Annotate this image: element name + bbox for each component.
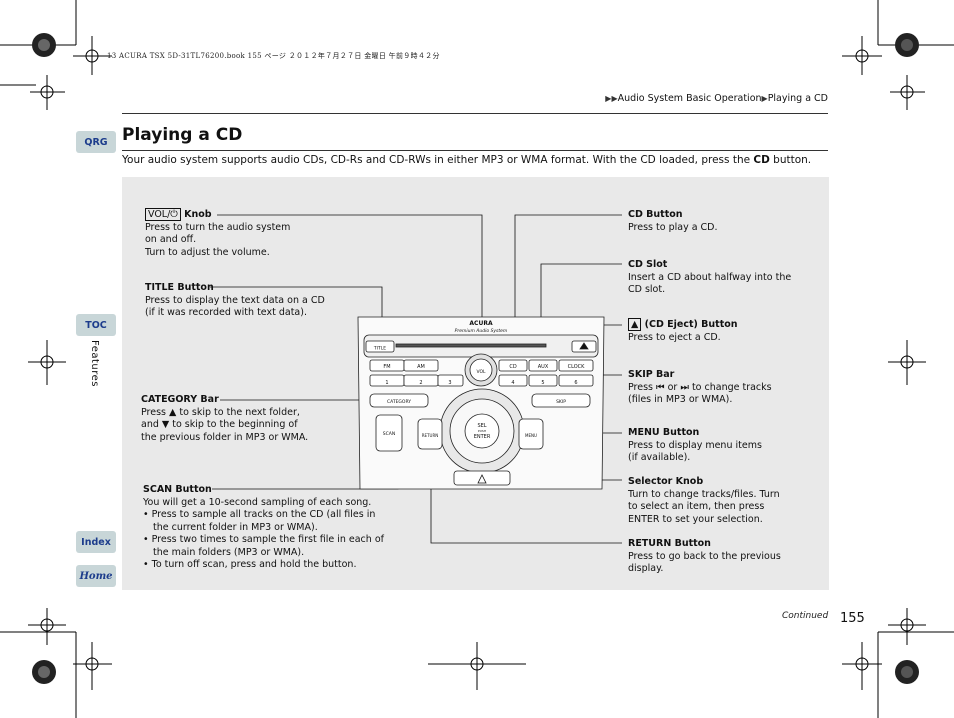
unit-sel-label: SEL — [477, 423, 486, 429]
unit-preset-4: 4 — [511, 380, 514, 386]
index-tab[interactable]: Index — [76, 531, 116, 553]
am-button[interactable] — [403, 359, 439, 372]
title-button-callout: TITLE Button Press to display the text d… — [145, 282, 325, 318]
unit-title-label: TITLE — [373, 346, 386, 352]
vol-power-icon: VOL/⏻ — [145, 208, 181, 221]
title-button[interactable] — [365, 340, 395, 353]
intro-text: Your audio system supports audio CDs, CD… — [122, 154, 812, 166]
category-bar[interactable] — [369, 393, 429, 408]
skip-back-icon: ⏮ — [656, 381, 665, 393]
scan-button-callout: SCAN Button You will get a 10-second sam… — [143, 484, 384, 570]
print-header: 13 ACURA TSX 5D-31TL76200.book 155 ページ ２… — [107, 52, 440, 60]
unit-skip-label: SKIP — [556, 399, 566, 405]
skip-bar[interactable] — [531, 393, 591, 408]
unit-push-label: PUSH — [478, 429, 486, 433]
skip-forward-icon: ⏭ — [680, 381, 689, 393]
cd-slot-callout: CD Slot Insert a CD about halfway into t… — [628, 259, 792, 295]
aux-button[interactable] — [528, 359, 558, 372]
menu-button-callout: MENU Button Press to display menu items … — [628, 427, 762, 463]
unit-brand: ACURA — [469, 320, 493, 327]
intro-cd-bold: CD — [753, 154, 770, 166]
unit-brand-sub: Premium Audio System — [455, 328, 508, 334]
vol-knob-callout: VOL/⏻ Knob Press to turn the audio syste… — [145, 208, 291, 258]
page-title: Playing a CD — [122, 125, 243, 145]
unit-am-label: AM — [417, 364, 425, 370]
category-bar-callout: CATEGORY Bar Press ▲ to skip to the next… — [141, 394, 309, 443]
cd-eject-callout: ▲ (CD Eject) Button Press to eject a CD. — [628, 318, 738, 343]
cd-button-callout: CD Button Press to play a CD. — [628, 209, 718, 233]
unit-menu-label: MENU — [525, 433, 537, 438]
unit-fm-label: FM — [383, 364, 390, 370]
breadcrumb: ▶▶Audio System Basic Operation▶Playing a… — [605, 93, 828, 104]
unit-preset-1: 1 — [385, 380, 388, 386]
audio-unit-illustration: ACURA Premium Audio System TITLE FM AM C… — [357, 316, 605, 490]
breadcrumb-sep: ▶ — [761, 94, 768, 103]
continued-label[interactable]: Continued — [782, 611, 829, 621]
breadcrumb-current: Playing a CD — [767, 93, 828, 104]
unit-preset-3: 3 — [448, 380, 451, 386]
unit-preset-6: 6 — [574, 380, 577, 386]
unit-cd-label: CD — [509, 364, 516, 370]
breadcrumb-arrows: ▶▶ — [605, 94, 618, 103]
page-number: 155 — [840, 611, 865, 626]
selector-knob-callout: Selector Knob Turn to change tracks/file… — [628, 476, 780, 525]
clock-button[interactable] — [558, 359, 594, 372]
qrg-tab[interactable]: QRG — [76, 131, 116, 153]
menu-button[interactable] — [518, 418, 544, 450]
breadcrumb-section[interactable]: Audio System Basic Operation — [617, 93, 762, 104]
eject-icon: ▲ — [628, 318, 642, 331]
scan-button[interactable] — [375, 414, 403, 452]
unit-scan-label: SCAN — [383, 431, 395, 437]
unit-aux-label: AUX — [538, 364, 549, 370]
home-tab[interactable]: Home — [76, 565, 116, 587]
toc-tab[interactable]: TOC — [76, 314, 116, 336]
return-button-callout: RETURN Button Press to go back to the pr… — [628, 538, 781, 574]
skip-bar-callout: SKIP Bar Press ⏮ or ⏭ to change tracks (… — [628, 369, 772, 405]
return-button[interactable] — [417, 418, 443, 450]
unit-vol-label: VOL — [476, 369, 486, 375]
unit-category-label: CATEGORY — [387, 399, 411, 405]
unit-preset-2: 2 — [419, 380, 422, 386]
cd-button[interactable] — [498, 359, 528, 372]
unit-clock-label: CLOCK — [568, 364, 586, 370]
top-rule — [122, 113, 828, 114]
section-side-label: Features — [89, 340, 100, 387]
unit-return-label: RETURN — [422, 433, 438, 438]
unit-preset-5: 5 — [541, 380, 544, 386]
title-rule — [122, 150, 828, 151]
unit-enter-label: ENTER — [474, 434, 491, 440]
